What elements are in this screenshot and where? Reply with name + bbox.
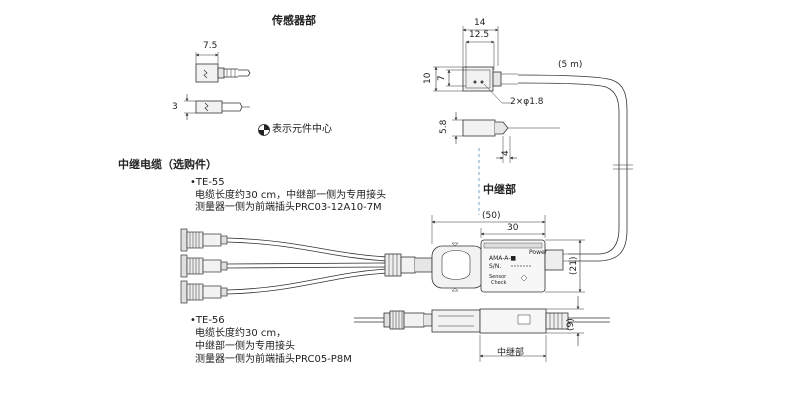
dim-head-10: 10 xyxy=(423,72,433,84)
dim-head-14: 14 xyxy=(474,18,486,28)
repeater-check-label: Check xyxy=(491,280,507,286)
te56-name: •TE-56 xyxy=(190,315,225,326)
dim-repeater-50: (50) xyxy=(482,211,501,221)
te55-connectors xyxy=(180,228,389,304)
dim-head-7: 7 xyxy=(437,75,447,81)
element-center-mark xyxy=(258,124,270,136)
te55-line1: 电缆长度约30 cm，中继部一侧为专用接头 xyxy=(195,190,387,201)
dim-head-4: 4 xyxy=(501,150,511,156)
repeater-sensor-label: Sensor xyxy=(489,274,507,280)
te55-line2: 测量器一侧为前端插头PRC03-12A10-7M xyxy=(195,202,382,213)
dim-head-12-5: 12.5 xyxy=(469,30,490,40)
dim-repeater-bottom-label: 中继部 xyxy=(497,348,525,358)
relay-cable-title: 中继电缆（选购件） xyxy=(118,158,217,171)
repeater-power-label: Power xyxy=(529,249,548,256)
sensor-top-view xyxy=(195,52,251,83)
dim-head-5-8: 5.8 xyxy=(439,119,449,134)
te56-assembly xyxy=(354,296,610,362)
head-top-view xyxy=(433,26,518,104)
dim-sensor-width: 7.5 xyxy=(203,41,218,51)
te56-line2: 中继部一侧为专用接头 xyxy=(195,341,295,352)
te56-line1: 电缆长度约30 cm， xyxy=(195,328,287,339)
te55-name: •TE-55 xyxy=(190,177,225,188)
repeater-model-label: AMA-A-■ xyxy=(489,255,517,262)
te56-line3: 测量器一侧为前端插头PRC05-P8M xyxy=(195,354,352,365)
dim-head-hole: 2×φ1.8 xyxy=(510,97,544,107)
center-mark-label: 表示元件中心 xyxy=(272,124,332,135)
repeater-title: 中继部 xyxy=(483,183,516,196)
dim-repeater-21: (21) xyxy=(569,256,579,275)
dim-repeater-9: (9) xyxy=(566,318,576,331)
dim-sensor-height: 3 xyxy=(172,102,178,112)
repeater-assembly xyxy=(384,215,585,293)
main-cable xyxy=(517,74,633,262)
head-side-view xyxy=(452,112,560,163)
dim-repeater-30: 30 xyxy=(507,223,519,233)
sensor-side-view xyxy=(184,94,250,120)
sensor-head-title: 传感器部 xyxy=(272,14,316,27)
repeater-serial-label: S/N. xyxy=(489,263,502,270)
dim-cable-length: (5 m) xyxy=(558,60,583,70)
